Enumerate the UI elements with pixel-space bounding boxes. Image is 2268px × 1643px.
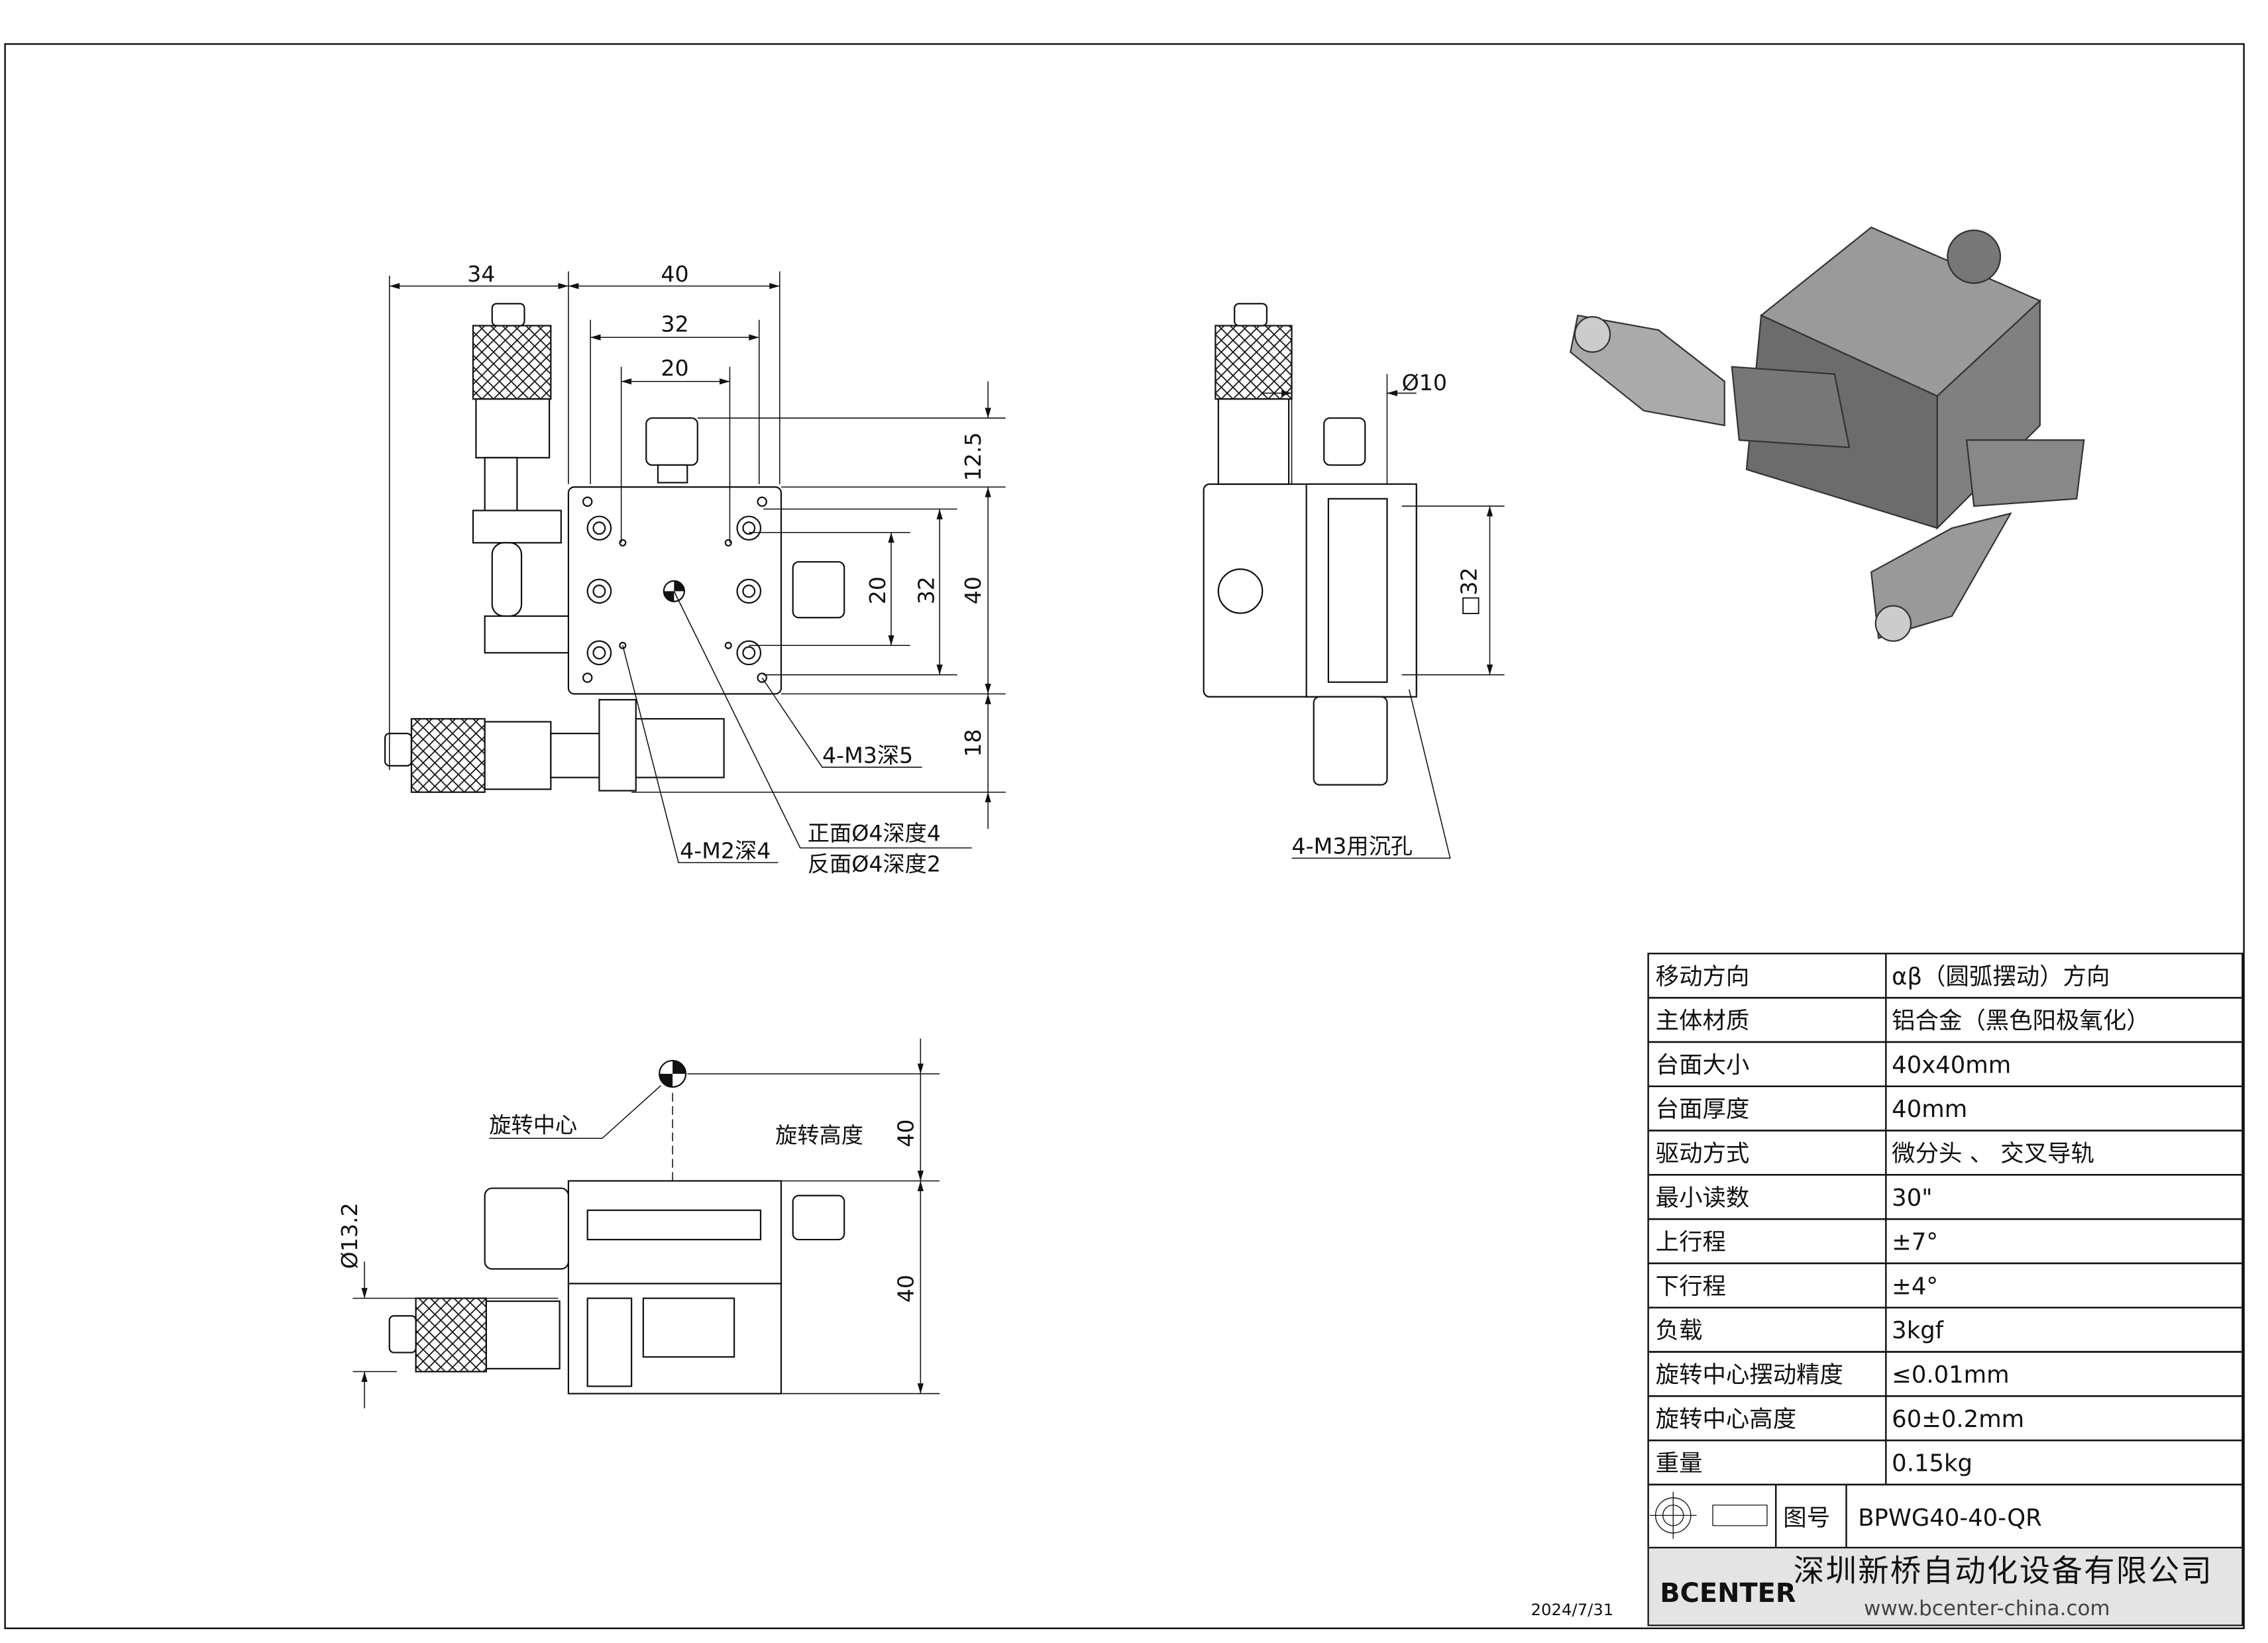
note-m2-depth4: 4-M2深4 — [680, 837, 771, 863]
spec-label: 旋转中心高度 — [1656, 1406, 1796, 1433]
spec-value: 30" — [1892, 1185, 1932, 1212]
spec-value: 3kgf — [1892, 1317, 1945, 1344]
spec-row: 下行程 ±4° — [1647, 1262, 2243, 1308]
spec-label: 重量 — [1656, 1450, 1703, 1477]
spec-value: αβ（圆弧摆动）方向 — [1892, 963, 2110, 990]
spec-value: 铝合金（黑色阳极氧化） — [1892, 1008, 2149, 1035]
spec-value: 40x40mm — [1892, 1051, 2011, 1079]
spec-row-border — [1647, 1306, 2243, 1353]
spec-label: 旋转中心摆动精度 — [1656, 1361, 1843, 1389]
isometric-render — [1570, 226, 2085, 642]
title-block: 图号 BPWG40-40-QR BCENTER 深圳新桥自动化设备有限公司 ww… — [1647, 1483, 2243, 1626]
dim-18: 18 — [960, 729, 986, 757]
dim-34: 34 — [467, 261, 495, 287]
spec-row: 重量 0.15kg — [1647, 1439, 2243, 1486]
spec-label: 驱动方式 — [1656, 1140, 1750, 1167]
spec-label: 上行程 — [1656, 1229, 1726, 1256]
spec-row: 旋转中心摆动精度 ≤0.01mm — [1647, 1351, 2243, 1397]
note-front-hole: 正面Ø4深度4 — [808, 820, 941, 846]
spec-label: 下行程 — [1656, 1273, 1726, 1300]
dim-d13-2: Ø13.2 — [337, 1202, 362, 1269]
label-rotation-center: 旋转中心 — [489, 1112, 577, 1138]
spec-row: 上行程 ±7° — [1647, 1218, 2243, 1265]
note-back-hole: 反面Ø4深度2 — [808, 851, 941, 876]
spec-row: 主体材质 铝合金（黑色阳极氧化） — [1647, 996, 2243, 1043]
spec-row: 负载 3kgf — [1647, 1306, 2243, 1353]
spec-value: 微分头 、 交叉导轨 — [1892, 1140, 2094, 1167]
spec-row: 移动方向 αβ（圆弧摆动）方向 — [1647, 953, 2243, 999]
spec-value: ≤0.01mm — [1892, 1361, 2009, 1389]
spec-row: 驱动方式 微分头 、 交叉导轨 — [1647, 1130, 2243, 1176]
dim-40-height: 40 — [960, 576, 986, 604]
projection-symbol-icon — [1649, 1491, 1768, 1539]
drawing-number: BPWG40-40-QR — [1858, 1505, 2042, 1532]
spec-value: ±7° — [1892, 1229, 1938, 1256]
spec-label: 台面大小 — [1656, 1051, 1750, 1079]
dim-12-5: 12.5 — [960, 432, 986, 481]
brand-logo: BCENTER — [1660, 1578, 1796, 1609]
dim-d10: Ø10 — [1402, 370, 1447, 396]
spec-label: 最小读数 — [1656, 1185, 1750, 1212]
drawing-frame — [4, 43, 2245, 1630]
company-website: www.bcenter-china.com — [1864, 1597, 2110, 1620]
spec-value: 0.15kg — [1892, 1450, 1972, 1477]
spec-label: 移动方向 — [1656, 963, 1750, 990]
spec-row-border — [1647, 1218, 2243, 1265]
bottom-view: 旋转中心 旋转高度 40 40 Ø13.2 — [337, 1038, 940, 1408]
label-rotation-height: 旋转高度 — [775, 1122, 863, 1148]
dim-40-rot-height: 40 — [892, 1119, 918, 1147]
spec-row: 最小读数 30" — [1647, 1174, 2243, 1220]
dim-40-width: 40 — [661, 261, 688, 287]
front-view: 34 40 32 20 12.5 40 18 32 20 4-M3深5 4-M2… — [384, 261, 1006, 876]
drawing-date: 2024/7/31 — [1531, 1600, 1613, 1619]
note-m3-counterbore: 4-M3用沉孔 — [1292, 833, 1413, 859]
spec-value: 60±0.2mm — [1892, 1406, 2024, 1433]
spec-label: 负载 — [1656, 1317, 1703, 1344]
dim-32-width: 32 — [661, 311, 688, 337]
spec-value: ±4° — [1892, 1273, 1938, 1300]
spec-row: 台面厚度 40mm — [1647, 1085, 2243, 1132]
spec-label: 台面厚度 — [1656, 1096, 1750, 1123]
dim-32-height: 32 — [913, 576, 939, 604]
spec-label: 主体材质 — [1656, 1008, 1750, 1035]
spec-row-border — [1647, 1262, 2243, 1308]
spec-row: 旋转中心高度 60±0.2mm — [1647, 1395, 2243, 1442]
dim-20-width: 20 — [661, 355, 688, 381]
dim-40-bottom: 40 — [892, 1275, 918, 1302]
dim-sq32: □32 — [1456, 567, 1482, 616]
spec-row: 台面大小 40x40mm — [1647, 1041, 2243, 1087]
note-m3-depth5: 4-M3深5 — [822, 742, 913, 768]
company-name: 深圳新桥自动化设备有限公司 — [1794, 1553, 2213, 1589]
spec-value: 40mm — [1892, 1096, 1967, 1123]
side-view: Ø10 □32 4-M3用沉孔 — [1203, 303, 1505, 859]
dim-20-height: 20 — [865, 576, 891, 604]
drawing-number-label: 图号 — [1783, 1505, 1830, 1532]
